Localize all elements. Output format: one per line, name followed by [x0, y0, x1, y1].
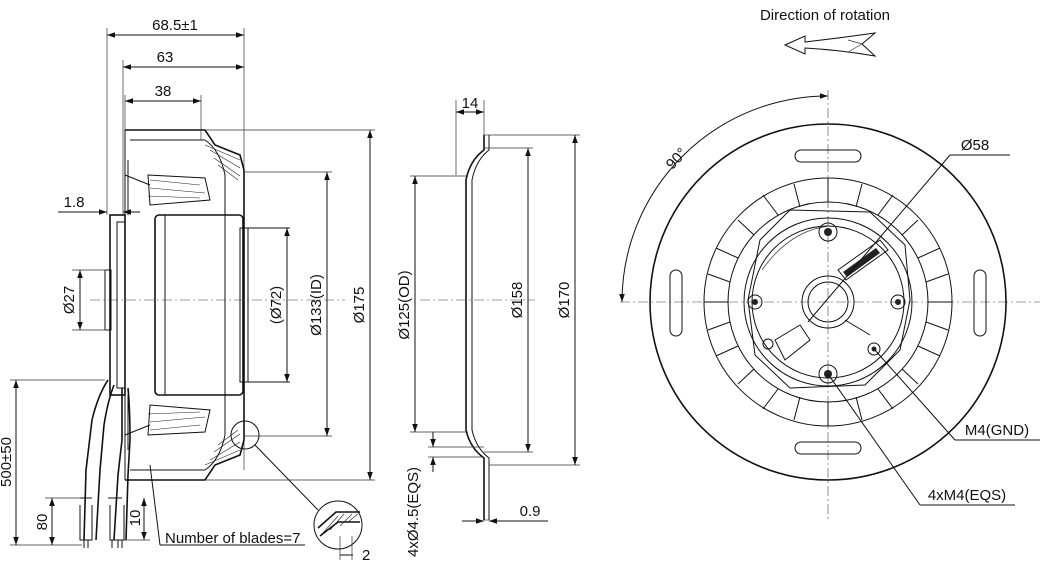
- dim-holes: 4xØ4.5(EQS): [405, 467, 422, 557]
- flange-view: 14 Ø125(OD) Ø158 Ø170 4xØ4.5(EQS) 0.9: [396, 95, 580, 557]
- dim-total-width: 68.5±1: [152, 17, 198, 34]
- dim-14: 14: [462, 95, 479, 112]
- dim-2: 2: [362, 547, 370, 564]
- dim-158: Ø158: [509, 282, 526, 319]
- dim-58: Ø58: [961, 137, 989, 154]
- blades-note: Number of blades=7: [165, 530, 301, 547]
- dim-170: Ø170: [556, 282, 573, 319]
- front-view: Direction of rotation 90°: [619, 7, 1040, 520]
- dim-63: 63: [157, 49, 174, 66]
- gnd-label: M4(GND): [965, 422, 1029, 439]
- dim-27: Ø27: [61, 286, 78, 314]
- side-view: 68.5±1 63 38: [0, 17, 375, 564]
- dim-133: Ø133(ID): [308, 274, 325, 336]
- dim-10: 10: [127, 510, 144, 527]
- dim-72: (Ø72): [268, 286, 285, 324]
- dim-175: Ø175: [351, 287, 368, 324]
- screws-label: 4xM4(EQS): [928, 487, 1006, 504]
- dim-cable: 500±50: [0, 437, 15, 487]
- rotation-label: Direction of rotation: [760, 7, 890, 24]
- angle-90: 90°: [663, 145, 691, 173]
- screw-holes: [747, 222, 906, 384]
- spokes: [704, 178, 952, 426]
- dim-80: 80: [34, 514, 51, 531]
- mounting-slots: [669, 149, 987, 455]
- dim-0-9: 0.9: [520, 503, 541, 520]
- dim-1-8: 1.8: [64, 194, 85, 211]
- dim-38: 38: [155, 83, 172, 100]
- dim-125: Ø125(OD): [396, 270, 413, 339]
